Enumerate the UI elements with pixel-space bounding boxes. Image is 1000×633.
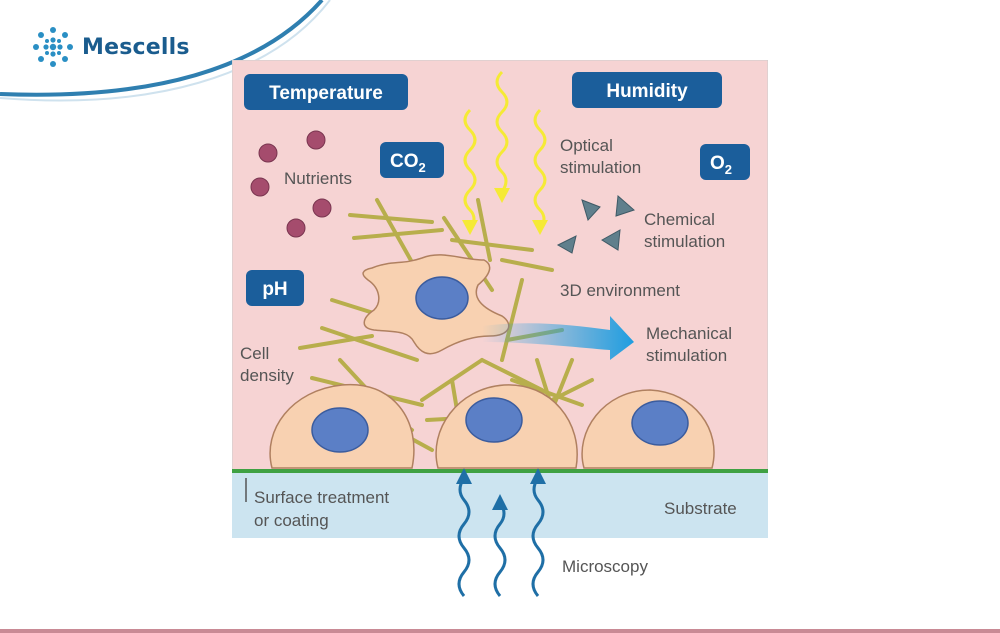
chemical-label-line1: Chemical — [644, 210, 715, 229]
cell-3d — [362, 254, 510, 355]
optical-label-line1: Optical — [560, 136, 613, 155]
nucleus — [465, 397, 523, 443]
co2-box: CO2 — [380, 142, 444, 178]
cell-density-label-line2: density — [240, 366, 294, 385]
svg-text:Temperature: Temperature — [269, 83, 383, 104]
footer-divider — [0, 629, 1000, 633]
cell-bottom-middle — [435, 384, 578, 469]
mechanical-arrow — [482, 316, 634, 360]
microscopy-arrowheads — [456, 468, 546, 510]
mechanical-label-line1: Mechanical — [646, 324, 732, 343]
header-swoosh — [0, 0, 331, 102]
nucleus — [415, 276, 469, 320]
brand-logo[interactable]: Mescells — [32, 26, 190, 68]
microscopy-arrows — [457, 476, 545, 597]
brand-name: Mescells — [82, 34, 190, 60]
cell-density-label-line1: Cell — [240, 344, 269, 363]
surface-label-line1: Surface treatment — [254, 488, 389, 507]
optical-stimulation-arrows — [463, 70, 547, 231]
svg-text:pH: pH — [262, 279, 287, 300]
optical-label-line2: stimulation — [560, 158, 641, 177]
microscopy-label: Microscopy — [562, 557, 648, 576]
cell-bottom-left — [269, 383, 415, 469]
o2-box: O2 — [700, 144, 750, 180]
nucleus — [631, 400, 689, 446]
environment-3d-label: 3D environment — [560, 281, 680, 300]
mechanical-label-line2: stimulation — [646, 346, 727, 365]
substrate-label: Substrate — [664, 499, 737, 518]
chemical-label-line2: stimulation — [644, 232, 725, 251]
svg-text:CO2: CO2 — [390, 151, 426, 175]
cell-cluster-icon — [33, 27, 73, 67]
surface-label-line2: or coating — [254, 511, 329, 530]
chemical-particles — [556, 194, 635, 254]
svg-text:O2: O2 — [710, 153, 732, 177]
ph-box: pH — [246, 270, 304, 306]
optical-arrowheads — [462, 188, 548, 235]
cell-bottom-right — [581, 389, 715, 469]
cell-culture-diagram: Temperature Humidity CO2 O2 pH Optical s… — [232, 60, 768, 600]
nucleus — [311, 407, 369, 453]
svg-text:Humidity: Humidity — [606, 81, 688, 102]
humidity-box: Humidity — [572, 72, 722, 108]
nutrient-particles — [250, 130, 332, 238]
temperature-box: Temperature — [244, 74, 408, 110]
nutrients-label: Nutrients — [284, 169, 352, 188]
